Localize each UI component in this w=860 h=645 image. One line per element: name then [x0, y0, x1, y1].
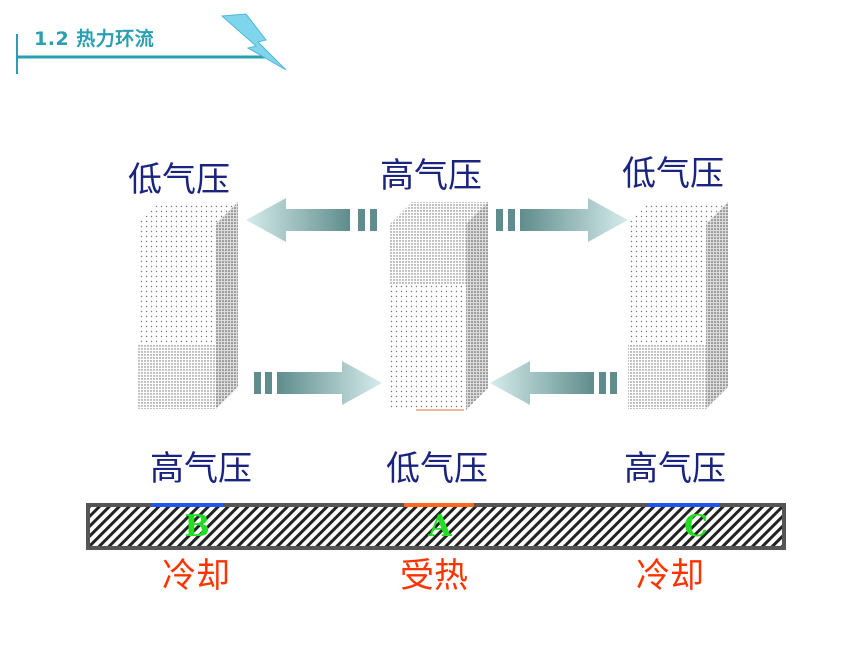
top-label-right: 低气压	[622, 154, 724, 194]
header-decoration	[16, 13, 287, 74]
section-title: 1.2 热力环流	[34, 28, 155, 50]
bottom-label-left: 高气压	[150, 449, 252, 489]
arrow-upper-right	[496, 198, 628, 242]
air-column-right	[628, 202, 728, 409]
arrow-lower-left	[254, 361, 382, 405]
air-column-center	[390, 202, 488, 411]
arrow-lower-right	[490, 361, 617, 405]
effect-label-right: 冷却	[636, 556, 704, 596]
zone-letter-b: B	[184, 509, 210, 544]
air-column-left	[138, 202, 238, 409]
arrow-upper-left	[246, 198, 377, 242]
bottom-label-right: 高气压	[624, 449, 726, 489]
lightning-bolt-icon	[220, 13, 287, 71]
ground-surface-bar	[86, 503, 786, 550]
zone-letter-c: C	[684, 509, 708, 544]
effect-label-left: 冷却	[162, 556, 230, 596]
top-label-center: 高气压	[380, 156, 482, 196]
zone-letter-a: A	[428, 509, 452, 544]
top-label-left: 低气压	[128, 160, 230, 200]
bottom-label-center: 低气压	[386, 449, 488, 489]
effect-label-center: 受热	[400, 556, 468, 596]
